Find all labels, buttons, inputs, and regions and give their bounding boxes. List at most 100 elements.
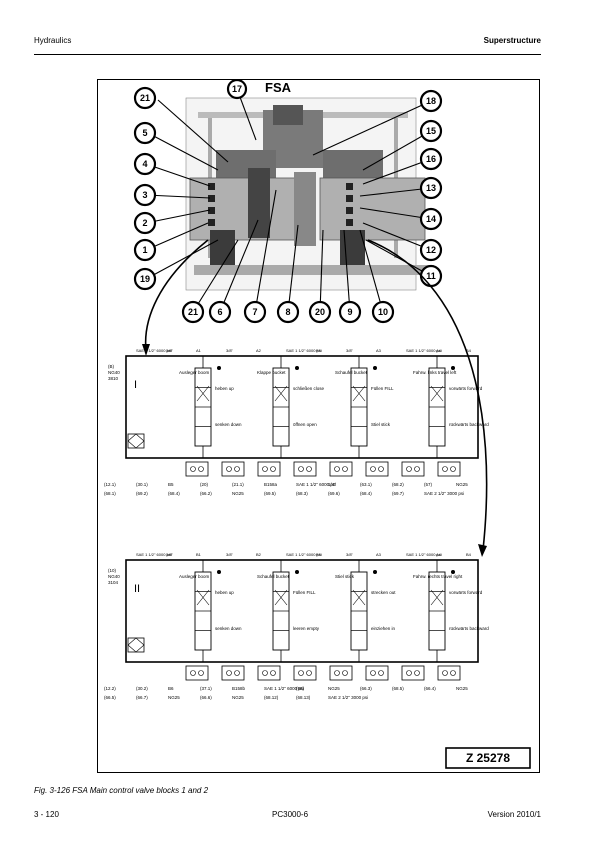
block1-port-label: A2 xyxy=(256,348,262,353)
block2-relief-symbol xyxy=(234,670,240,676)
block2-ref-label: (66.7) xyxy=(136,695,148,700)
block2-ref-label: (66.3) xyxy=(360,686,372,691)
header-rule xyxy=(34,54,541,55)
block2-label-a: Schaufel bucket xyxy=(257,574,290,579)
block1-arrow xyxy=(274,385,288,402)
callout-leaders xyxy=(145,88,432,313)
header-chapter: Superstructure xyxy=(483,36,541,45)
block1-ref-label: (30.1) xyxy=(136,482,148,487)
drawing-number: Z 25278 xyxy=(445,747,531,769)
block2-relief-valve xyxy=(437,665,461,681)
svg-text:14: 14 xyxy=(426,214,436,224)
block2-relief-symbol xyxy=(342,670,348,676)
block2-relief-symbol xyxy=(226,670,232,676)
block2-relief-symbol xyxy=(442,670,448,676)
block2-label-c: senken down xyxy=(215,626,242,631)
svg-text:17: 17 xyxy=(232,84,242,94)
block1-label-c: öffnen open xyxy=(293,422,317,427)
block1-relief-valve xyxy=(437,461,461,477)
block2-ref-label: (68.12) xyxy=(264,695,279,700)
block1-ref-label: NG25 xyxy=(456,482,468,487)
block1-port-label: 3/8" xyxy=(226,348,234,353)
block2-port-label: A3 xyxy=(376,552,382,557)
block2-label-b: strecken out xyxy=(371,590,396,595)
block1-label-c: Stiel stick xyxy=(371,422,391,427)
svg-text:4: 4 xyxy=(142,159,147,169)
block1-frame xyxy=(125,355,479,459)
block2-ref-label: NG25 xyxy=(232,695,244,700)
block1-relief-valve xyxy=(257,461,281,477)
block1-ref-label: (68.3) xyxy=(296,491,308,496)
svg-text:12: 12 xyxy=(426,245,436,255)
block2-ref-label: B158b xyxy=(232,686,246,691)
block1-arrow xyxy=(430,385,444,402)
block1-ref-line: (B) xyxy=(108,364,115,369)
block2-relief-valve xyxy=(257,665,281,681)
block1-port-label: SAE 1 1/2" 6000 psi xyxy=(406,348,442,353)
callout-17: 17 xyxy=(226,78,248,100)
block2-label-b: heben up xyxy=(215,590,234,595)
block1-relief-valve xyxy=(185,461,209,477)
block1-relief-symbol xyxy=(370,466,376,472)
svg-text:6: 6 xyxy=(217,307,222,317)
block1-port-label: A1 xyxy=(196,348,202,353)
callout-7: 7 xyxy=(243,300,267,324)
svg-text:1: 1 xyxy=(142,245,147,255)
block2-relief-symbol xyxy=(198,670,204,676)
svg-text:3: 3 xyxy=(142,190,147,200)
block1-ref-label: NG25 xyxy=(232,491,244,496)
block1-ref-label: (69.7) xyxy=(392,491,404,496)
block2-port-dot xyxy=(217,570,221,574)
callout-18: 18 xyxy=(419,89,443,113)
block2-relief-symbol xyxy=(306,670,312,676)
block2-ref-label: (12.2) xyxy=(104,686,116,691)
svg-text:10: 10 xyxy=(378,307,388,317)
block2-relief-valve xyxy=(293,665,317,681)
svg-text:Z 25278: Z 25278 xyxy=(466,751,510,765)
block1-ref-label: (69.6) xyxy=(328,491,340,496)
callout-1: 1 xyxy=(133,238,157,262)
block2-port-label: A4 xyxy=(436,552,442,557)
callout-21-bottom: 21 xyxy=(181,300,205,324)
svg-text:5: 5 xyxy=(142,128,147,138)
block2-arrow xyxy=(196,589,210,606)
block1-port-label: A3 xyxy=(376,348,382,353)
block2-port-dot xyxy=(295,570,299,574)
block1-filter-symbol xyxy=(127,433,145,449)
block1-ref-label: (69.2) xyxy=(136,491,148,496)
svg-text:19: 19 xyxy=(140,274,150,284)
block1-port-dot xyxy=(373,366,377,370)
valve-photo: FSA xyxy=(185,80,434,291)
callout-6: 6 xyxy=(208,300,232,324)
block2-relief-symbol xyxy=(262,670,268,676)
block1-ref-label: B5 xyxy=(168,482,174,487)
block1-relief-symbol xyxy=(450,466,456,472)
svg-text:16: 16 xyxy=(426,154,436,164)
block1-arrow xyxy=(196,385,210,402)
block2-frame xyxy=(125,559,479,663)
block1-relief-symbol xyxy=(190,466,196,472)
block2-port-label: 3/8" xyxy=(346,552,354,557)
block1-label-c: rückwärts backward xyxy=(449,422,489,427)
block1-ref-label: SAE 1 1/2" 6000 psi xyxy=(296,482,336,487)
block1-relief-symbol xyxy=(334,466,340,472)
block2-label-b: vorwärts forward xyxy=(449,590,483,595)
callout-3: 3 xyxy=(133,183,157,207)
figure-title: FSA xyxy=(265,80,292,95)
callout-20: 20 xyxy=(308,300,332,324)
block1-port-label: B4 xyxy=(466,348,472,353)
block1-ref-label: (68.1) xyxy=(104,491,116,496)
block1-ref-label: (66.2) xyxy=(200,491,212,496)
block2-port-label: B1 xyxy=(196,552,202,557)
block1-relief-valve xyxy=(401,461,425,477)
callout-5: 5 xyxy=(133,121,157,145)
block1-ref-label: (68.2) xyxy=(392,482,404,487)
block1-relief-symbol xyxy=(442,466,448,472)
valve-diagram: FSA 21 17 18 5 15 4 16 3 13 2 14 1 12 19… xyxy=(104,78,531,769)
callout-9: 9 xyxy=(338,300,362,324)
block1-ref-label: B158a xyxy=(264,482,278,487)
block2-relief-symbol xyxy=(370,670,376,676)
block1-ref-label: (12.1) xyxy=(104,482,116,487)
block1-roman: I xyxy=(134,379,137,391)
